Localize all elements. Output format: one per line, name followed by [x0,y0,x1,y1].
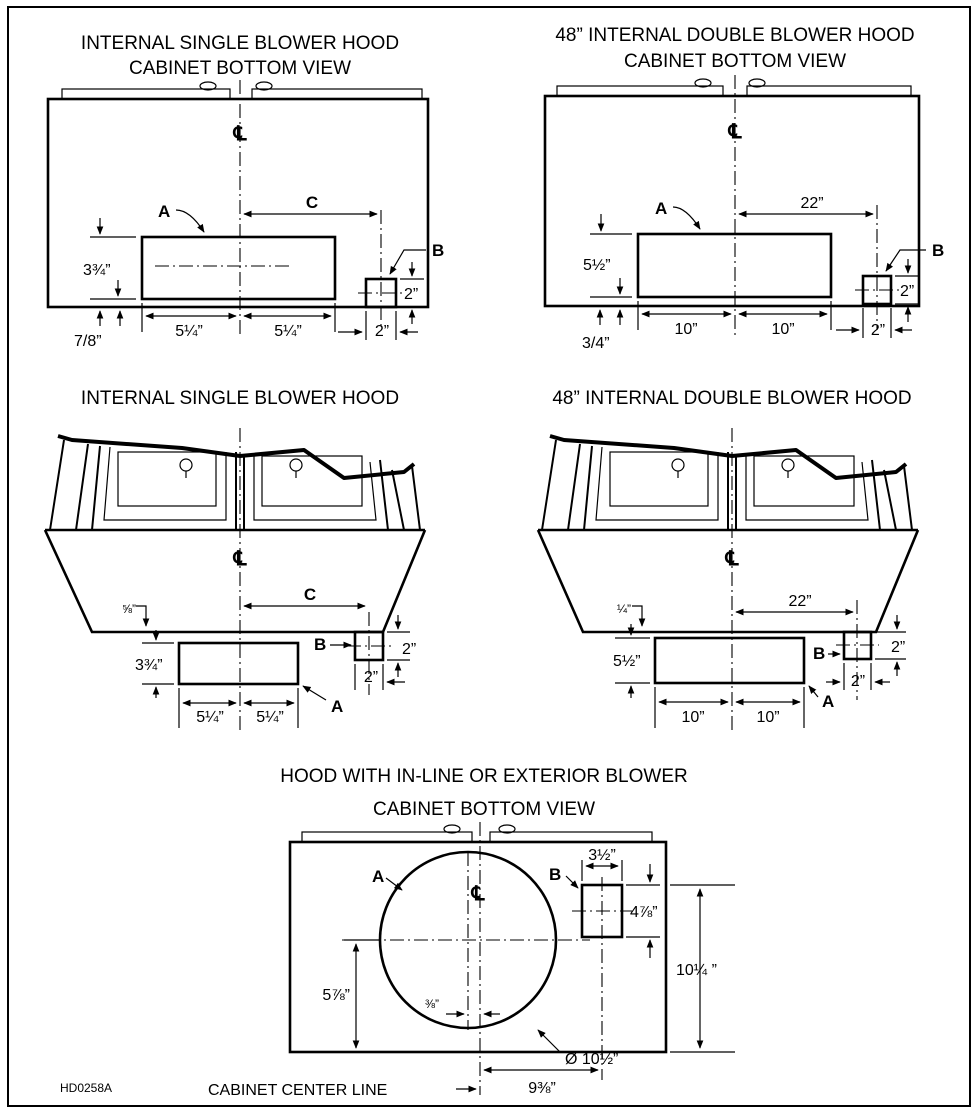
dim-half-left: 5¼” [175,323,203,340]
hood-body [43,529,427,634]
dim-offset: ⅝” [122,602,136,616]
label-a: A [372,867,384,886]
title-exterior-line1: HOOD WITH IN-LINE OR EXTERIOR BLOWER [280,766,687,787]
cabinet-outline [543,94,921,308]
figure-code: HD0258A [60,1081,112,1095]
dim-b-height: 2” [404,286,418,303]
dim-b-width: 2” [364,669,378,686]
dim-c: 22” [788,593,811,610]
title-exterior-line2: CABINET BOTTOM VIEW [373,799,595,820]
label-b: B [549,865,561,884]
panel-single-bottom-view: INTERNAL SINGLE BLOWER HOOD CABINET BOTT… [46,33,444,350]
label-b: B [314,635,326,654]
dim-offset: 3/4” [582,335,610,352]
panel-double-front-view: 48” INTERNAL DOUBLE BLOWER HOOD ℄ 22” ¼”… [536,388,920,730]
dim-half-right: 10” [771,321,794,338]
hood-body [536,529,920,634]
dim-half-right: 5¼” [256,709,284,726]
dim-total-height: 10¼ ” [676,962,717,979]
centerline-symbol: ℄ [233,123,248,145]
dim-height: 3¾” [135,657,163,674]
dim-half-left: 10” [674,321,697,338]
dim-c: C [306,193,318,212]
title-single-front: INTERNAL SINGLE BLOWER HOOD [81,388,399,409]
panel-exterior-blower: HOOD WITH IN-LINE OR EXTERIOR BLOWER CAB… [208,766,735,1099]
cabinet-center-line-label: CABINET CENTER LINE [208,1082,387,1099]
dim-circle-offset: 5⅞” [322,987,350,1004]
panel-double-bottom-view: 48” INTERNAL DOUBLE BLOWER HOOD CABINET … [543,25,944,352]
cutout-a [177,641,300,686]
title-double-bottom-line2: CABINET BOTTOM VIEW [624,51,846,72]
dim-b-height: 4⅞” [630,904,658,921]
label-b: B [432,241,444,260]
dim-height: 5½” [613,653,641,670]
dim-b-height: 2” [891,639,905,656]
title-single-bottom-line1: INTERNAL SINGLE BLOWER HOOD [81,33,399,54]
title-single-bottom-line2: CABINET BOTTOM VIEW [129,58,351,79]
dim-b-width: 2” [851,673,865,690]
cutout-a [636,232,833,299]
label-b: B [813,644,825,663]
dim-b-width: 2” [375,323,389,340]
title-double-bottom-line1: 48” INTERNAL DOUBLE BLOWER HOOD [555,25,914,46]
cutout-a [653,636,806,685]
centerline-symbol: ℄ [471,883,486,905]
centerline-symbol: ℄ [728,121,743,143]
dim-half-left: 5¼” [196,709,224,726]
label-b: B [932,241,944,260]
title-double-front: 48” INTERNAL DOUBLE BLOWER HOOD [552,388,911,409]
dim-diameter: Ø 10½” [565,1051,618,1068]
dim-c: C [304,585,316,604]
dim-b-width: 3½” [588,847,616,864]
centerline-symbol: ℄ [725,548,740,570]
dim-c: 22” [800,195,823,212]
dim-half-left: 10” [681,709,704,726]
cabinet-outline [288,840,668,1054]
cutout-a [140,235,337,301]
label-a: A [158,202,170,221]
label-a: A [822,692,834,711]
outer-frame [7,6,971,1107]
dim-height: 5½” [583,257,611,274]
centerline-symbol: ℄ [233,548,248,570]
panel-single-front-view: INTERNAL SINGLE BLOWER HOOD ℄ C ⅝” A [43,388,427,730]
dim-center-offset: ⅜” [425,997,439,1011]
label-a: A [331,697,343,716]
dim-half-right: 10” [756,709,779,726]
dim-offset: ¼” [617,602,631,616]
dim-b-height: 2” [402,641,416,658]
dim-offset: 7/8” [74,333,102,350]
cabinet-outline [46,97,430,309]
dim-b-width: 2” [871,322,885,339]
dim-b-height: 2” [900,283,914,300]
dim-b-offset: 9⅜” [528,1080,556,1097]
label-a: A [655,199,667,218]
dim-height: 3¾” [83,262,111,279]
dim-half-right: 5¼” [274,323,302,340]
